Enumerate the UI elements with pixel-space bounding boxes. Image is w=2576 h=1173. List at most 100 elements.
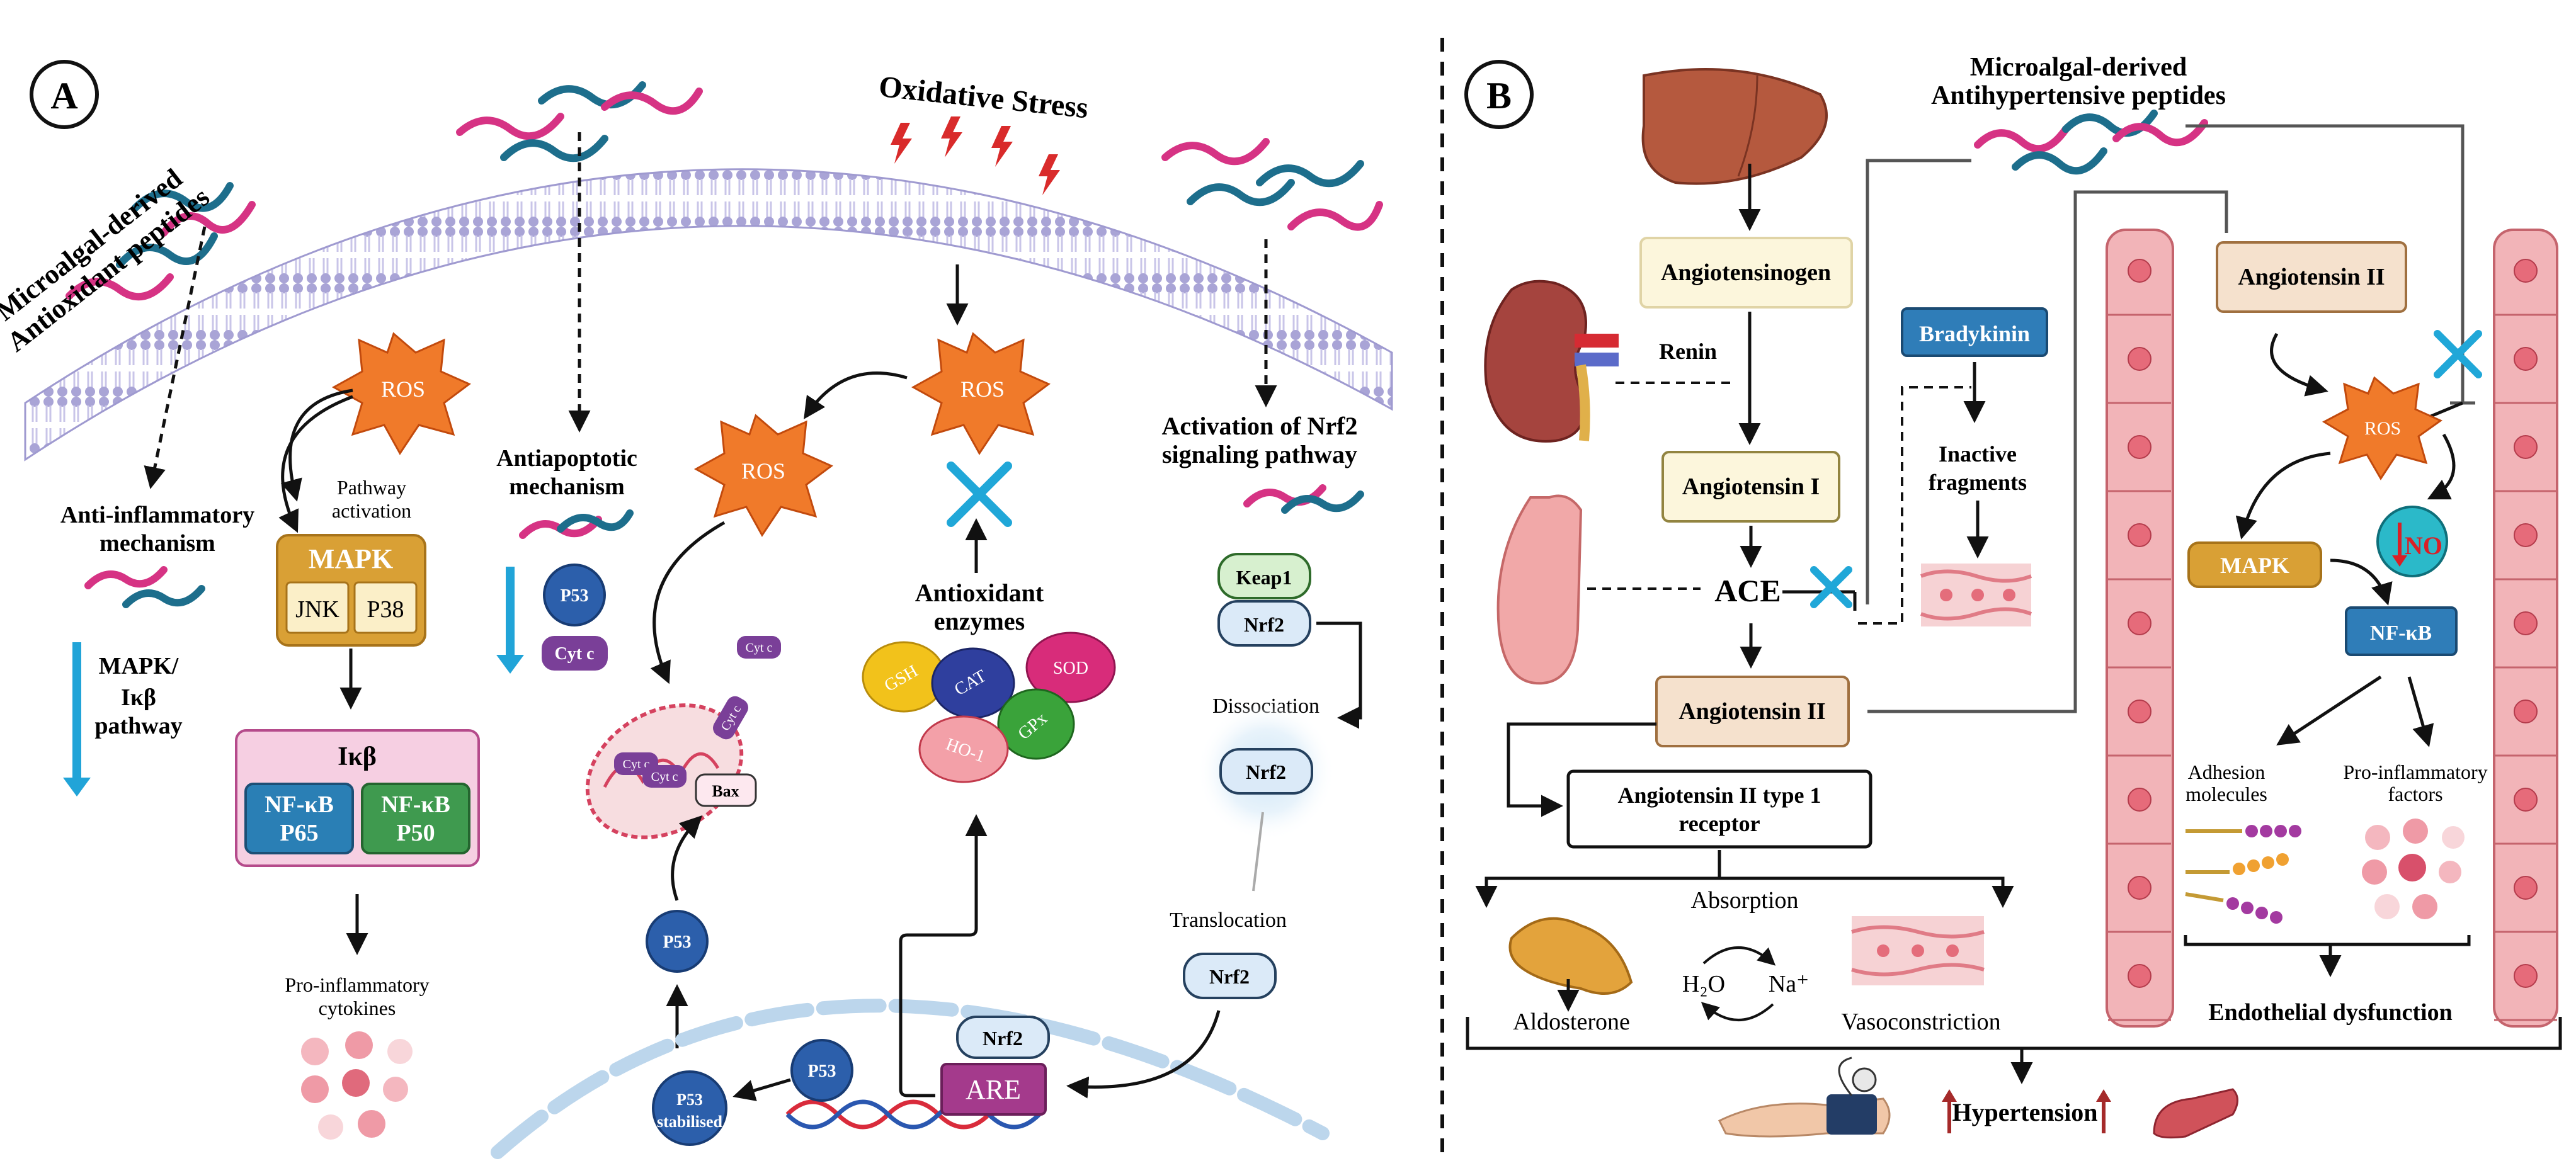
svg-text:ROS: ROS — [2364, 418, 2401, 439]
endothelial-nucleus — [2128, 523, 2151, 547]
endothelial-nucleus — [2128, 876, 2151, 900]
angiotensin-ii-box-right: Angiotensin II — [2216, 241, 2407, 313]
svg-text:Keap1: Keap1 — [1236, 566, 1292, 589]
svg-text:P50: P50 — [396, 820, 435, 846]
svg-text:fragments: fragments — [1929, 470, 2027, 495]
inhibition-x-icon — [2434, 330, 2482, 378]
kidney-icon — [1484, 280, 1619, 443]
aldosterone-label: Aldosterone — [1513, 1009, 1630, 1035]
svg-text:ROS: ROS — [960, 377, 1005, 402]
svg-text:MAPK: MAPK — [2220, 553, 2289, 578]
svg-text:MAPK/: MAPK/ — [99, 653, 179, 679]
endothelial-cells — [2108, 259, 2557, 1021]
endothelial-nucleus — [2128, 435, 2151, 459]
nrf2-free: Nrf2 — [1219, 748, 1313, 795]
nfkb-box-b: NF-κB — [2345, 606, 2458, 656]
svg-text:Nrf2: Nrf2 — [983, 1027, 1023, 1050]
cyt-c-chip-2: Cyt c — [642, 765, 687, 788]
svg-text:Angiotensin II type 1: Angiotensin II type 1 — [1617, 783, 1821, 808]
at1-receptor-box: Angiotensin II type 1 receptor — [1566, 769, 1872, 849]
peptide-squiggles-a — [66, 81, 1383, 608]
endothelial-nucleus — [2128, 259, 2151, 283]
adhesion-label: Adhesion — [2188, 761, 2265, 783]
pathway-activation-label: Pathway — [337, 476, 406, 499]
no-circle: NO — [2376, 506, 2448, 577]
endothelial-dysfunction-label: Endothelial dysfunction — [2208, 999, 2453, 1026]
svg-text:B: B — [1486, 75, 1512, 116]
svg-text:P65: P65 — [280, 820, 318, 846]
endothelial-nucleus — [2128, 347, 2151, 371]
panel-b: B Microalgal-derived Antihypertensive pe… — [1464, 53, 2562, 1139]
proinflam-spheres — [2362, 819, 2465, 919]
oxidative-stress-label: Oxidative Stress — [877, 70, 1090, 125]
panel-b-label: B — [1464, 60, 1534, 129]
svg-text:activation: activation — [332, 499, 411, 522]
endothelial-nucleus — [2514, 259, 2538, 283]
svg-text:P53: P53 — [676, 1091, 703, 1109]
svg-text:NF-κB: NF-κB — [265, 791, 334, 818]
svg-text:Nrf2: Nrf2 — [1244, 613, 1284, 636]
svg-text:Bradykinin: Bradykinin — [1919, 321, 2030, 346]
bax-label: Bax — [695, 773, 757, 807]
svg-text:Nrf2: Nrf2 — [1209, 965, 1250, 988]
blood-vessel-icon — [2153, 1088, 2238, 1139]
translocation-label: Translocation — [1170, 909, 1287, 932]
svg-text:Cyt c: Cyt c — [623, 757, 650, 771]
liver-icon — [1641, 68, 1828, 185]
svg-text:P53: P53 — [807, 1062, 836, 1081]
nucleus-envelope — [491, 999, 1330, 1159]
adrenal-icon — [1508, 917, 1633, 995]
svg-text:Iκβ: Iκβ — [121, 684, 156, 711]
svg-text:Cyt c: Cyt c — [651, 770, 678, 784]
svg-text:ROS: ROS — [381, 377, 425, 402]
angiotensinogen-box: Angiotensinogen — [1639, 237, 1853, 309]
svg-text:factors: factors — [2388, 783, 2442, 805]
svg-text:Nrf2: Nrf2 — [1246, 761, 1286, 783]
endothelial-nucleus — [2514, 611, 2538, 635]
blood-vessel-icon — [1920, 564, 2032, 626]
mapk-box: MAPK JNK P38 — [276, 534, 426, 647]
nrf2-translocating: Nrf2 — [1183, 953, 1277, 999]
svg-text:pathway: pathway — [94, 713, 182, 739]
svg-text:Angiotensin I: Angiotensin I — [1682, 473, 1820, 500]
svg-text:ROS: ROS — [741, 458, 785, 484]
absorption-label: Absorption — [1691, 887, 1799, 914]
antiapoptotic-label: Antiapoptotic — [496, 445, 637, 472]
p53-stabilised: P53 stabilised — [652, 1070, 727, 1146]
endothelial-nucleus — [2514, 876, 2538, 900]
svg-text:enzymes: enzymes — [934, 607, 1025, 635]
h2o-label: H₂O — [1682, 971, 1725, 997]
svg-text:mechanism: mechanism — [100, 530, 215, 557]
ros-star-3: ROS — [911, 332, 1051, 455]
ros-arrows — [280, 264, 988, 684]
svg-text:NF-κB: NF-κB — [2370, 621, 2432, 645]
svg-text:receptor: receptor — [1678, 811, 1760, 836]
angiotensin-i-box: Angiotensin I — [1661, 451, 1840, 523]
svg-text:JNK: JNK — [295, 596, 339, 623]
svg-text:Cyt c: Cyt c — [746, 641, 773, 655]
ros-star-b: ROS — [2322, 376, 2442, 480]
keap1-nrf2-complex: Keap1 Nrf2 — [1217, 553, 1311, 647]
endothelial-nucleus — [2128, 964, 2151, 988]
svg-text:molecules: molecules — [2186, 783, 2267, 805]
svg-text:Angiotensin II: Angiotensin II — [2238, 264, 2385, 290]
endothelial-nucleus — [2514, 435, 2538, 459]
p53-ball-mid: P53 — [646, 910, 709, 973]
svg-text:ARE: ARE — [966, 1074, 1021, 1105]
svg-text:P53: P53 — [560, 586, 588, 606]
endothelial-nucleus — [2128, 700, 2151, 723]
adhesion-molecules — [2185, 825, 2301, 924]
svg-text:Iκβ: Iκβ — [338, 742, 377, 771]
svg-text:cytokines: cytokines — [319, 997, 396, 1019]
endothelial-nucleus — [2514, 964, 2538, 988]
p53-ball-nucleus: P53 — [790, 1039, 853, 1102]
lightning-icon — [891, 116, 1060, 195]
inhibition-x-icon — [1810, 566, 1852, 608]
hypertension-label: Hypertension — [1952, 1098, 2097, 1126]
antihypertensive-title: Microalgal-derived — [1970, 53, 2187, 82]
peptide-squiggles-b — [1974, 110, 2208, 175]
endothelial-nucleus — [2514, 523, 2538, 547]
cytokine-spheres — [301, 1031, 413, 1140]
enzyme-cluster: GSH CAT SOD GPx HO-1 — [862, 632, 1116, 783]
